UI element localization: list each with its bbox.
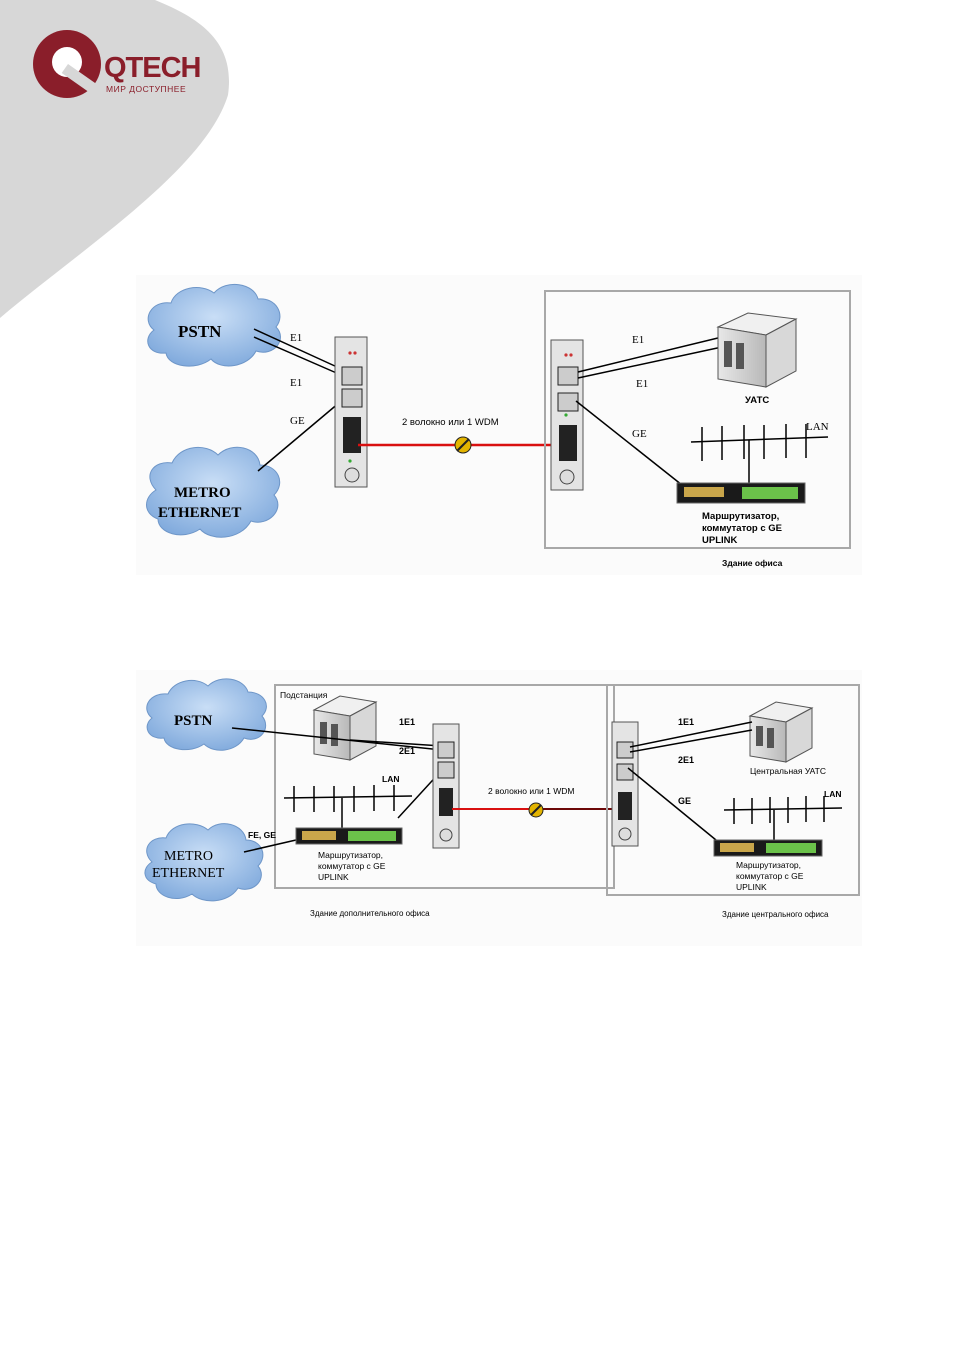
lan-bus-right — [723, 796, 843, 840]
ge-right-label: GE — [678, 796, 691, 806]
building-label: Здание офиса — [722, 558, 783, 568]
building-right-label: Здание центрального офиса — [722, 910, 829, 919]
e1-left-label-bottom: 2E1 — [399, 746, 415, 756]
ge-right-line — [575, 400, 683, 486]
fiber-splice-icon — [528, 802, 544, 818]
link-label: 2 волокно или 1 WDM — [402, 417, 499, 428]
pstn-cloud-icon — [146, 678, 267, 751]
fiber-splice-icon — [454, 436, 472, 454]
metro-label-2: ETHERNET — [152, 866, 225, 881]
router-label-2: коммутатор с GE — [702, 523, 782, 534]
diagram-branch-link: PSTN METRO ETHERNET Подстанция 1E1 2E1 F… — [136, 670, 862, 946]
pbx-server-right-icon — [748, 701, 814, 763]
lan-label: LAN — [806, 421, 829, 433]
pstn-label: PSTN — [174, 713, 213, 729]
pstn-label: PSTN — [178, 322, 222, 341]
ge-label-left: GE — [290, 415, 305, 427]
router-left-label-3: UPLINK — [318, 872, 349, 882]
building-left-label: Здание дополнительного офиса — [310, 909, 430, 918]
pbx-label: УАТС — [745, 395, 769, 406]
router-right-label-3: UPLINK — [736, 882, 767, 892]
e1-label-bottom: E1 — [290, 377, 302, 389]
router-switch-icon — [676, 482, 806, 504]
substation-label: Подстанция — [280, 690, 328, 700]
e1-right-label-bottom: 2E1 — [678, 755, 694, 765]
e1-right-label-bottom: E1 — [636, 378, 648, 390]
media-converter-left-icon — [432, 723, 460, 849]
office-frame — [544, 290, 851, 549]
ge-line-left — [257, 396, 347, 472]
lan-bus-left — [283, 785, 413, 828]
router-switch-left-icon — [295, 827, 403, 845]
router-left-label-1: Маршрутизатор, — [318, 850, 383, 860]
metro-label-1: METRO — [164, 849, 213, 864]
pbx-server-left-icon — [312, 695, 378, 761]
pbx-label: Центральная УАТС — [750, 766, 826, 776]
diagram-office-link: PSTN METRO ETHERNET E1 E1 GE 2 волокно и… — [136, 275, 862, 575]
e1-right-line-top — [577, 336, 723, 373]
lan-left-label: LAN — [382, 774, 399, 784]
lan-bus-right — [690, 424, 829, 485]
e1-label-top: E1 — [290, 332, 302, 344]
media-converter-right-icon — [611, 721, 639, 847]
link-label: 2 волокно или 1 WDM — [488, 786, 574, 796]
lan-right-label: LAN — [824, 789, 841, 799]
e1-left-label-top: 1E1 — [399, 717, 415, 727]
logo-text: QTECH — [104, 52, 201, 84]
media-converter-left-icon — [334, 336, 368, 488]
fe-ge-label: FE, GE — [248, 830, 276, 840]
logo-mark-icon — [33, 30, 101, 98]
router-left-label-2: коммутатор с GE — [318, 861, 386, 871]
metro-ethernet-cloud-icon — [146, 446, 281, 538]
router-label-1: Маршрутизатор, — [702, 511, 779, 522]
logo-tagline: МИР ДОСТУПНЕЕ — [106, 84, 186, 94]
router-right-label-2: коммутатор с GE — [736, 871, 804, 881]
central-frame — [606, 684, 860, 896]
e1-right-line-bottom — [577, 346, 723, 379]
e1-right-label-top: 1E1 — [678, 717, 694, 727]
media-converter-right-icon — [550, 339, 584, 491]
pstn-cloud-icon — [147, 284, 281, 367]
e1-line-top — [253, 328, 349, 373]
e1-line-bottom — [253, 336, 349, 379]
pbx-server-icon — [716, 312, 798, 388]
router-switch-right-icon — [713, 839, 823, 857]
metro-ethernet-cloud-icon — [144, 823, 264, 902]
metro-label-2: ETHERNET — [158, 505, 241, 521]
metro-label-1: METRO — [174, 485, 231, 501]
ge-right-label: GE — [632, 428, 647, 440]
router-right-label-1: Маршрутизатор, — [736, 860, 801, 870]
qtech-logo: QTECH МИР ДОСТУПНЕЕ — [33, 30, 202, 98]
router-label-3: UPLINK — [702, 535, 738, 546]
e1-right-label-top: E1 — [632, 334, 644, 346]
